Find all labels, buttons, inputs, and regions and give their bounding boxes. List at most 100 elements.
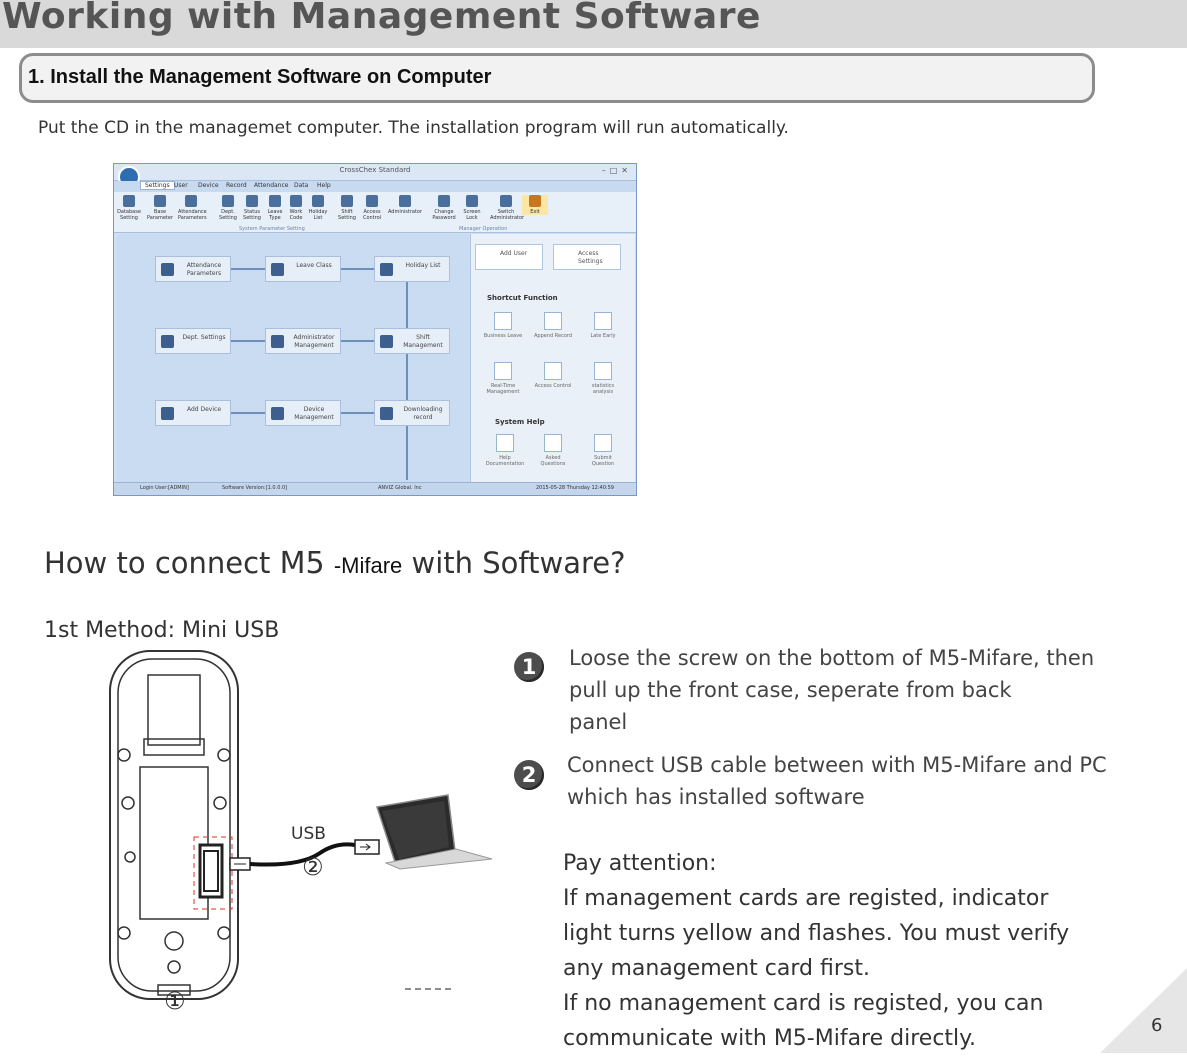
menu-user[interactable]: User <box>174 182 188 189</box>
shortcut-late-early[interactable]: Late Early <box>583 312 623 339</box>
org-chart-icon <box>161 335 174 348</box>
status-company: ANVIZ Global. Inc <box>378 485 422 491</box>
section-title: 1. Install the Management Software on Co… <box>28 66 492 88</box>
connect-heading: How to connect M5 -Mifare with Software? <box>44 546 626 581</box>
shortcut-business-leave[interactable]: Business Leave <box>483 312 523 339</box>
side-access-settings[interactable]: Access Settings <box>553 244 621 270</box>
device-settings-icon <box>271 407 284 420</box>
chart-icon <box>594 362 612 380</box>
menu-record[interactable]: Record <box>226 182 247 189</box>
flow-shift-management[interactable]: Shift Management <box>374 328 450 354</box>
status-login: Login User:[ADMIN] <box>140 485 189 491</box>
ribbon-group-manager: Manager Operation <box>459 226 508 232</box>
calendar-icon <box>312 195 324 207</box>
ribbon-access-control[interactable]: Access Control <box>359 195 385 221</box>
flow-connector <box>406 354 408 400</box>
flow-dept-settings[interactable]: Dept. Settings <box>155 328 231 354</box>
ribbon-holiday-list[interactable]: Holiday List <box>305 195 331 221</box>
code-icon <box>290 195 302 207</box>
ribbon-administrator[interactable]: Administrator <box>387 195 423 215</box>
menu-attendance[interactable]: Attendance <box>254 182 289 189</box>
side-add-user[interactable]: Add User <box>475 244 543 270</box>
shortcut-access-control[interactable]: Access Control <box>533 362 573 389</box>
flow-connector <box>406 426 408 480</box>
flow-downloading-record[interactable]: Downloading record <box>374 400 450 426</box>
alarm-icon <box>269 195 281 207</box>
page-number: 6 <box>1151 1015 1163 1036</box>
shortcut-heading: Shortcut Function <box>487 294 558 302</box>
add-device-icon <box>161 407 174 420</box>
attendance-icon <box>185 195 197 207</box>
software-screenshot: CrossChex Standard –□✕ Settings User Dev… <box>113 163 637 496</box>
connection-diagram: USB ② ① <box>109 650 493 1015</box>
lock-icon <box>466 195 478 207</box>
flow-add-device[interactable]: Add Device <box>155 400 231 426</box>
menu-device[interactable]: Device <box>198 182 219 189</box>
software-menubar <box>114 181 636 192</box>
shift-icon <box>380 335 393 348</box>
usb-cable <box>229 839 380 871</box>
step-2-text: Connect USB cable between with M5-Mifare… <box>567 753 1107 809</box>
ribbon-database-setting[interactable]: Database Setting <box>116 195 142 221</box>
menu-data[interactable]: Data <box>294 182 309 189</box>
help-documentation[interactable]: Help Documentation <box>483 434 527 467</box>
connect-heading-variant: -Mifare <box>333 553 403 578</box>
door-icon <box>544 362 562 380</box>
flow-administrator-management[interactable]: Administrator Management <box>265 328 341 354</box>
step-1-number: 1 <box>514 652 544 682</box>
ribbon-base-parameter[interactable]: Base Parameter <box>147 195 173 221</box>
parameter-icon <box>154 195 166 207</box>
exit-icon <box>529 195 541 207</box>
admin-icon <box>399 195 411 207</box>
submit-icon <box>594 434 612 452</box>
flow-connector <box>231 412 265 414</box>
alarm-icon <box>271 263 284 276</box>
ribbon-screen-lock[interactable]: Screen Lock <box>459 195 485 221</box>
shortcut-statistics[interactable]: statistics analysis <box>583 362 623 395</box>
usb-port-inner <box>203 850 219 892</box>
door-icon <box>366 195 378 207</box>
shortcut-panel: Add User Access Settings Shortcut Functi… <box>470 234 635 484</box>
ribbon-change-password[interactable]: Change Password <box>431 195 457 221</box>
flow-device-management[interactable]: Device Management <box>265 400 341 426</box>
flow-leave-class[interactable]: Leave Class <box>265 256 341 282</box>
header-bar <box>0 0 1187 48</box>
ribbon-attendance-parameters[interactable]: Attendance Parameters <box>178 195 207 221</box>
ribbon-status-setting[interactable]: Status Setting <box>239 195 265 221</box>
briefcase-icon <box>494 312 512 330</box>
shift-icon <box>341 195 353 207</box>
ribbon-leave-type[interactable]: Leave Type <box>262 195 288 221</box>
shortcut-real-time[interactable]: Real-Time Management <box>481 362 525 395</box>
software-window-title: CrossChex Standard <box>339 166 411 174</box>
help-heading: System Help <box>495 418 545 426</box>
page-corner <box>1100 968 1187 1053</box>
link-icon <box>494 362 512 380</box>
ribbon-switch-administrator[interactable]: Switch Administrator <box>490 195 524 221</box>
status-bar: Login User:[ADMIN] Software Version:[1.0… <box>114 482 636 495</box>
flow-attendance-parameters[interactable]: Attendance Parameters <box>155 256 231 282</box>
clock-icon <box>246 195 258 207</box>
menu-help[interactable]: Help <box>317 182 331 189</box>
status-datetime: 2015-05-28 Thursday 12:40:59 <box>536 485 614 491</box>
help-submit-question[interactable]: Submit Question <box>583 434 623 467</box>
ribbon-group-system: System Parameter Setting <box>239 226 305 232</box>
attendance-icon <box>161 263 174 276</box>
flow-holiday-list[interactable]: Holiday List <box>374 256 450 282</box>
shortcut-append-record[interactable]: Append Record <box>533 312 573 339</box>
marker-2: ② <box>302 853 324 881</box>
ribbon-shift-setting[interactable]: Shift Setting <box>334 195 360 221</box>
page-title: Working with Management Software <box>2 0 761 37</box>
ribbon-work-code[interactable]: Work Code <box>283 195 309 221</box>
step-2-number: 2 <box>514 760 544 790</box>
help-asked-questions[interactable]: Asked Questions <box>533 434 573 467</box>
admin-icon <box>271 335 284 348</box>
flow-connector <box>406 282 408 328</box>
window-controls-icon[interactable]: –□✕ <box>601 166 632 175</box>
device-back-panel <box>109 650 239 1000</box>
ribbon-dept-setting[interactable]: Dept. Setting <box>215 195 241 221</box>
menu-settings[interactable]: Settings <box>140 181 175 190</box>
ribbon-exit[interactable]: Exit <box>522 195 548 215</box>
late-icon <box>594 312 612 330</box>
software-titlebar: CrossChex Standard –□✕ <box>114 164 636 181</box>
faq-icon <box>544 434 562 452</box>
